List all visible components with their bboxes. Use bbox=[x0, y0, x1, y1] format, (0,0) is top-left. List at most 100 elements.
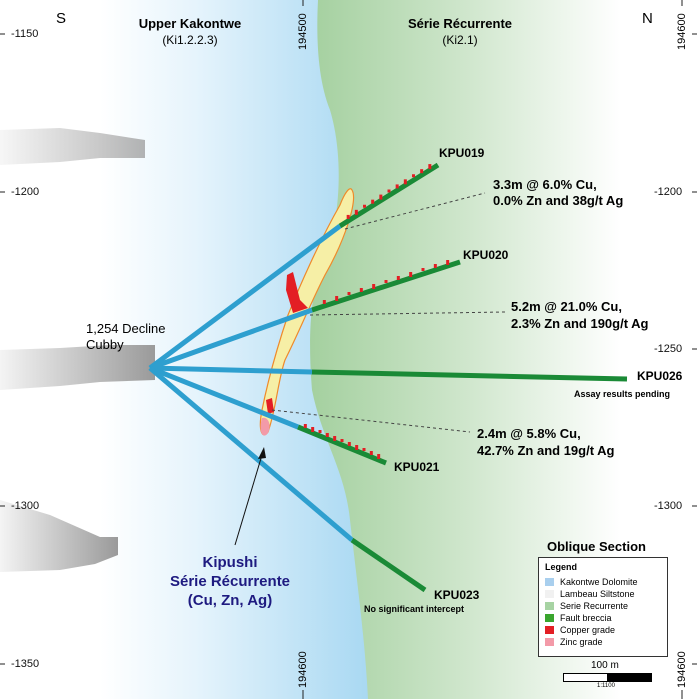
elevation-tick-right: -1300 bbox=[654, 500, 683, 512]
legend-swatch bbox=[545, 638, 554, 646]
copper-grade-mark bbox=[363, 204, 366, 208]
scale-bar-fill bbox=[607, 674, 651, 681]
copper-grade-mark bbox=[362, 448, 366, 451]
drillhole-trace-kpu021-serie bbox=[297, 424, 387, 466]
intercept-kpu019-line1: 3.3m @ 6.0% Cu, bbox=[493, 177, 597, 192]
copper-grade-mark bbox=[347, 442, 351, 446]
cubby-label-line1: 1,254 Decline bbox=[86, 321, 166, 336]
copper-grade-mark bbox=[409, 272, 413, 277]
legend-label: Lambeau Siltstone bbox=[560, 589, 635, 599]
scale-ratio: 1:1100 bbox=[597, 683, 615, 689]
elevation-tick-left: -1150 bbox=[11, 28, 39, 40]
copper-grade-mark bbox=[372, 284, 376, 289]
legend-item: Copper grade bbox=[545, 624, 615, 636]
legend-item: Kakontwe Dolomite bbox=[545, 576, 638, 588]
copper-grade-mark bbox=[428, 164, 432, 170]
copper-grade-mark bbox=[403, 179, 407, 185]
legend-label: Copper grade bbox=[560, 625, 616, 635]
upper-kakontwe-code: (Ki1.2.2.3) bbox=[162, 33, 218, 47]
legend-label: Kakontwe Dolomite bbox=[560, 577, 638, 587]
copper-grade-mark bbox=[396, 276, 400, 280]
mine-workings bbox=[0, 128, 155, 572]
copper-grade-mark bbox=[369, 451, 373, 455]
copper-grade-mark bbox=[412, 174, 415, 178]
copper-grade-mark bbox=[340, 439, 344, 442]
legend-swatch bbox=[545, 626, 554, 634]
assay-leaders bbox=[271, 192, 506, 433]
cubby-label-line2: Cubby bbox=[86, 337, 124, 352]
copper-grade-mark bbox=[421, 268, 425, 271]
intercept-kpu020-line2: 2.3% Zn and 190g/t Ag bbox=[511, 316, 649, 331]
scale-label: 100 m bbox=[591, 660, 619, 671]
deposit-label-line2: Série Récurrente bbox=[169, 573, 291, 590]
legend-section-title: Oblique Section bbox=[547, 539, 646, 554]
copper-grade-mark bbox=[303, 424, 307, 428]
copper-grade-mark bbox=[346, 214, 350, 219]
legend-item: Lambeau Siltstone bbox=[545, 588, 635, 600]
copper-grade-mark bbox=[446, 260, 450, 265]
drillhole-trace-kpu026-dolomite bbox=[149, 365, 313, 375]
hole-label-kpu019: KPU019 bbox=[439, 146, 485, 160]
copper-grade-mark bbox=[377, 454, 381, 459]
hole-label-kpu023: KPU023 bbox=[434, 588, 480, 602]
copper-grade-mark bbox=[325, 433, 329, 437]
zinc-grade-zone bbox=[260, 417, 270, 436]
copper-grade-mark bbox=[384, 280, 388, 283]
copper-grade-mark bbox=[387, 189, 391, 193]
drillhole-trace-kpu019-dolomite bbox=[148, 223, 342, 371]
easting-tick-top: 194500 bbox=[297, 13, 309, 50]
hole-label-kpu020: KPU020 bbox=[463, 248, 509, 262]
legend-item: Serie Recurrente bbox=[545, 600, 628, 612]
north-label: N bbox=[642, 10, 653, 27]
drillhole-trace-kpu021-dolomite bbox=[149, 365, 299, 430]
legend-label: Serie Recurrente bbox=[560, 601, 629, 611]
scale-bar bbox=[563, 673, 652, 682]
serie-recurrente-code: (Ki2.1) bbox=[442, 33, 478, 47]
copper-grade-mark bbox=[322, 300, 326, 304]
elevation-tick-left: -1300 bbox=[11, 500, 40, 512]
easting-tick-top-right: 194600 bbox=[676, 13, 688, 50]
drillhole-trace-kpu020-serie bbox=[311, 259, 461, 313]
legend-label: Zinc grade bbox=[560, 637, 603, 647]
upper-kakontwe-title: Upper Kakontwe bbox=[138, 16, 242, 31]
hole-note-kpu026: Assay results pending bbox=[574, 389, 671, 399]
hole-label-kpu026: KPU026 bbox=[637, 369, 683, 383]
legend-swatch bbox=[545, 590, 554, 598]
elevation-tick-left: -1200 bbox=[11, 186, 40, 198]
deposit-pointer-line bbox=[234, 454, 263, 546]
drillholes bbox=[148, 162, 628, 593]
legend-title: Legend bbox=[545, 562, 578, 572]
deposit-label-line3: (Cu, Zn, Ag) bbox=[187, 592, 273, 609]
copper-grade-mark bbox=[335, 296, 339, 301]
legend-swatch bbox=[545, 578, 554, 586]
copper-grade-mark bbox=[355, 445, 359, 450]
intercept-kpu021-line1: 2.4m @ 5.8% Cu, bbox=[477, 426, 581, 441]
intercept-kpu021-line2: 42.7% Zn and 19g/t Ag bbox=[477, 443, 615, 458]
legend-swatch bbox=[545, 602, 554, 610]
copper-grade-mark bbox=[347, 292, 351, 295]
drillhole-trace-kpu026-serie bbox=[311, 369, 628, 382]
copper-grade-mark bbox=[433, 264, 437, 268]
copper-grade-mark bbox=[395, 184, 399, 189]
deposit-label-line1: Kipushi bbox=[202, 554, 258, 571]
drillhole-trace-kpu020-dolomite bbox=[149, 307, 313, 371]
easting-tick-bottom: 194600 bbox=[297, 651, 309, 688]
legend-item: Zinc grade bbox=[545, 636, 603, 648]
hole-note-kpu023: No significant intercept bbox=[364, 604, 465, 614]
elevation-tick-right: -1200 bbox=[654, 186, 683, 198]
drillhole-trace-kpu019-serie bbox=[338, 162, 440, 229]
copper-grade-mark bbox=[311, 427, 315, 432]
south-label: S bbox=[56, 10, 67, 27]
copper-grade-mark bbox=[318, 430, 322, 433]
copper-grade-mark bbox=[371, 199, 375, 204]
hole-label-kpu021: KPU021 bbox=[394, 460, 440, 474]
elevation-tick-left: -1350 bbox=[11, 658, 40, 670]
drillhole-trace-kpu023-dolomite bbox=[148, 366, 354, 542]
copper-grade-mark bbox=[379, 194, 383, 200]
copper-grade-mark bbox=[333, 436, 337, 441]
easting-tick-bottom-right: 194600 bbox=[676, 651, 688, 688]
